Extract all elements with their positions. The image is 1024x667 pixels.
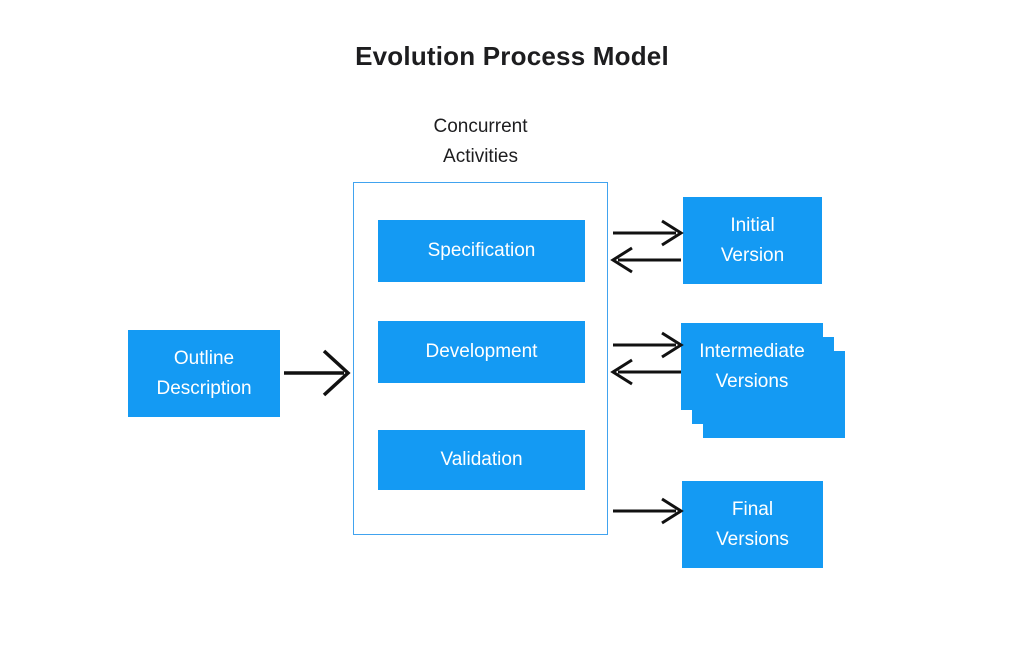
arrow-activities-to-intermediate	[613, 331, 684, 359]
concurrent-activities-label: Concurrent Activities	[433, 116, 528, 167]
node-initial-version: Initial Version	[683, 197, 822, 284]
arrow-initial-to-activities	[610, 246, 681, 274]
arrow-intermediate-to-activities	[610, 358, 681, 386]
arrow-activities-to-final	[613, 497, 684, 525]
node-development: Development	[378, 321, 585, 383]
arrow-activities-to-initial	[613, 219, 684, 247]
page-title: Evolution Process Model	[355, 41, 669, 71]
concurrent-activities-container	[353, 182, 608, 535]
node-outline-description: Outline Description	[128, 330, 280, 417]
node-intermediate-versions: Intermediate Versions	[681, 323, 823, 410]
arrow-outline-to-activities	[284, 349, 351, 397]
node-final-versions: Final Versions	[682, 481, 823, 568]
node-specification: Specification	[378, 220, 585, 282]
node-validation: Validation	[378, 430, 585, 490]
